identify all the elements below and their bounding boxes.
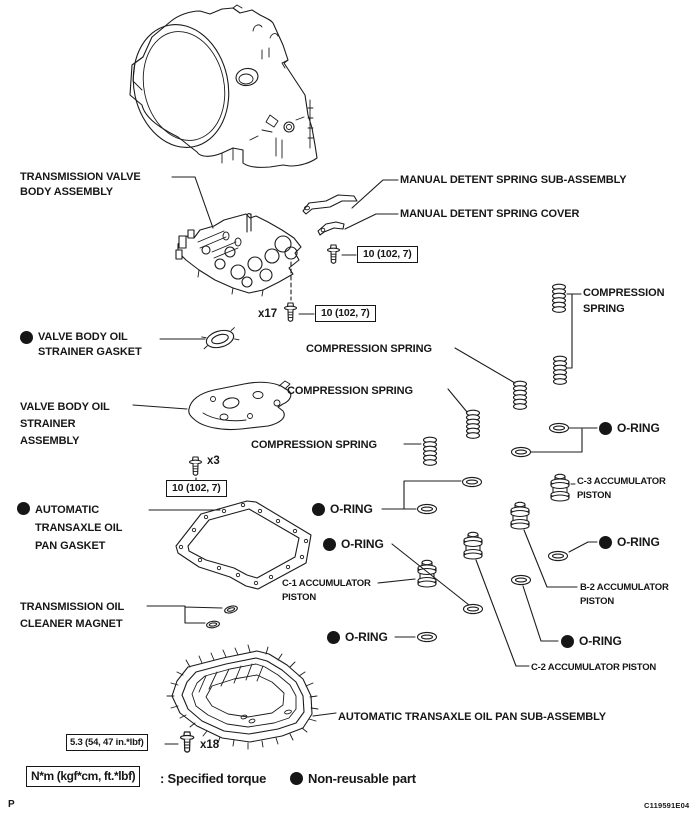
page-marker: P bbox=[8, 799, 15, 810]
oil-pan-bolt-icon bbox=[179, 731, 195, 753]
non-reusable-icon bbox=[323, 537, 336, 551]
label-c3-accumulator-piston: C-3 ACCUMULATOR PISTON bbox=[577, 476, 666, 501]
valve-body-oil-strainer-assembly-drawing bbox=[188, 380, 292, 431]
non-reusable-icon bbox=[20, 331, 33, 344]
leader-lines bbox=[132, 176, 598, 745]
o-ring-icon-2 bbox=[510, 446, 532, 458]
label-c2-accumulator-piston: C-2 ACCUMULATOR PISTON bbox=[531, 662, 657, 673]
label-compression-spring-1: COMPRESSION SPRING bbox=[306, 343, 432, 355]
compression-spring-icon-4 bbox=[465, 409, 481, 439]
label-transmission-oil-cleaner-magnet: TRANSMISSION OIL CLEANER MAGNET bbox=[20, 601, 125, 630]
compression-spring-icon-5 bbox=[422, 436, 438, 466]
label-o-ring-3: O-RING bbox=[323, 537, 384, 551]
o-ring-icon-1 bbox=[548, 422, 570, 434]
o-ring-icon-7 bbox=[462, 603, 484, 615]
label-o-ring-6: O-RING bbox=[327, 630, 388, 644]
legend-non-reusable: Non-reusable part bbox=[290, 771, 416, 786]
c2-accumulator-piston-icon bbox=[463, 531, 483, 560]
o-ring-icon-4 bbox=[416, 503, 438, 515]
figure-code: C119591E04 bbox=[644, 801, 690, 810]
label-o-ring-5: O-RING bbox=[561, 634, 622, 648]
oil-cleaner-magnet-icon-2 bbox=[205, 619, 221, 630]
label-compression-spring-3: COMPRESSION SPRING bbox=[251, 439, 377, 451]
valve-body-bolt-icon-2 bbox=[283, 302, 298, 322]
non-reusable-icon bbox=[17, 502, 30, 515]
label-compression-spring-4: COMPRESSION SPRING bbox=[583, 287, 665, 315]
label-valve-body-oil-strainer-assembly: VALVE BODY OIL STRAINER ASSEMBLY bbox=[20, 401, 110, 447]
oil-pan-drawing bbox=[166, 644, 319, 750]
valve-body-drawing bbox=[175, 212, 302, 297]
manual-detent-spring-sub-assembly-drawing bbox=[302, 194, 358, 215]
label-valve-body-oil-strainer-gasket: VALVE BODY OIL STRAINER GASKET bbox=[20, 330, 142, 360]
non-reusable-icon bbox=[290, 772, 303, 785]
label-automatic-transaxle-oil-pan-sub-assembly: AUTOMATIC TRANSAXLE OIL PAN SUB-ASSEMBLY bbox=[338, 711, 606, 723]
non-reusable-icon bbox=[327, 630, 340, 644]
label-c1-accumulator-piston: C-1 ACCUMULATOR PISTON bbox=[282, 578, 371, 603]
compression-spring-icon-1 bbox=[551, 283, 567, 313]
legend-torque-format-box: N*m (kgf*cm, ft.*lbf) bbox=[26, 766, 141, 787]
label-automatic-transaxle-oil-pan-gasket: AUTOMATIC TRANSAXLE OIL PAN GASKET bbox=[17, 501, 122, 555]
o-ring-icon-5 bbox=[547, 550, 569, 562]
non-reusable-icon bbox=[599, 421, 612, 435]
strainer-bolt-icon bbox=[188, 456, 203, 476]
label-o-ring-4: O-RING bbox=[599, 535, 660, 549]
manual-detent-spring-cover-drawing bbox=[317, 221, 345, 236]
c3-accumulator-piston-icon bbox=[550, 473, 570, 502]
non-reusable-icon bbox=[599, 535, 612, 549]
torque-box-valve-body-1: 10 (102, 7) bbox=[357, 246, 418, 263]
count-strainer-bolts: x3 bbox=[207, 455, 220, 467]
o-ring-icon-8 bbox=[416, 631, 438, 643]
legend-torque-meaning: : Specified torque bbox=[160, 771, 267, 786]
non-reusable-icon bbox=[312, 502, 325, 516]
label-compression-spring-2: COMPRESSION SPRING bbox=[287, 385, 413, 397]
valve-body-bolt-icon-1 bbox=[326, 244, 341, 264]
torque-box-valve-body-3: 10 (102, 7) bbox=[166, 480, 227, 497]
oil-cleaner-magnet-icon-1 bbox=[223, 604, 239, 615]
c1-accumulator-piston-icon bbox=[417, 559, 437, 588]
label-b2-accumulator-piston: B-2 ACCUMULATOR PISTON bbox=[580, 582, 669, 607]
label-manual-detent-spring-cover: MANUAL DETENT SPRING COVER bbox=[400, 208, 580, 220]
label-manual-detent-spring-sub-assembly: MANUAL DETENT SPRING SUB-ASSEMBLY bbox=[400, 174, 627, 186]
torque-box-valve-body-2: 10 (102, 7) bbox=[315, 305, 376, 322]
transaxle-housing-drawing bbox=[129, 4, 318, 168]
non-reusable-icon bbox=[561, 634, 574, 648]
valve-body-oil-strainer-gasket-drawing bbox=[201, 327, 240, 350]
o-ring-icon-6 bbox=[510, 574, 532, 586]
count-oil-pan-bolts: x18 bbox=[200, 739, 220, 751]
b2-accumulator-piston-icon bbox=[510, 501, 530, 530]
count-valve-body-bolts: x17 bbox=[258, 308, 278, 320]
label-transmission-valve-body-assembly: TRANSMISSION VALVE BODY ASSEMBLY bbox=[20, 171, 141, 198]
automatic-transaxle-oil-pan-gasket-drawing bbox=[175, 500, 312, 590]
o-ring-icon-3 bbox=[461, 476, 483, 488]
torque-box-oil-pan: 5.3 (54, 47 in.*lbf) bbox=[66, 734, 148, 751]
label-o-ring-2: O-RING bbox=[312, 502, 373, 516]
label-o-ring-1: O-RING bbox=[599, 421, 660, 435]
compression-spring-icon-2 bbox=[552, 355, 568, 385]
compression-spring-icon-3 bbox=[512, 380, 528, 410]
